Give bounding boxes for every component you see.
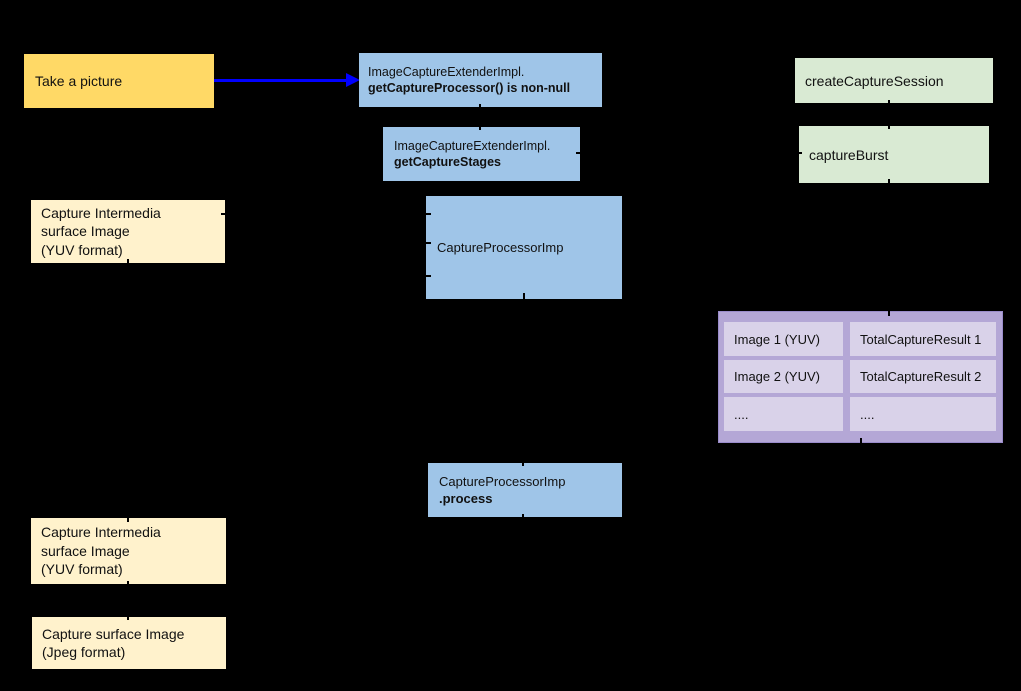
node-label-line1: ImageCaptureExtenderImpl. xyxy=(394,139,551,153)
node-capture-processor-process: CaptureProcessorImp .process xyxy=(428,463,622,517)
table-cell-image-2: Image 2 (YUV) xyxy=(724,360,843,393)
burst-results-table: Image 1 (YUV) TotalCaptureResult 1 Image… xyxy=(718,311,1003,443)
node-label-line1: Capture Intermedia xyxy=(41,204,161,221)
connector-yuv2-to-jpeg xyxy=(127,581,129,620)
connector-table-to-process-seg3 xyxy=(522,451,524,466)
node-label-line2: (Jpeg format) xyxy=(42,644,126,660)
connector-session-to-burst xyxy=(888,100,890,129)
node-capture-burst: captureBurst xyxy=(799,126,989,183)
node-label-line1: ImageCaptureExtenderImpl. xyxy=(368,65,525,79)
node-get-capture-processor: ImageCaptureExtenderImpl. getCaptureProc… xyxy=(359,53,602,107)
node-label-line3: (YUV format) xyxy=(41,241,123,258)
connector-yuv2-in xyxy=(127,514,129,522)
node-label: CaptureProcessorImp xyxy=(437,240,564,255)
connector-processor-in-mid xyxy=(419,242,431,244)
connector-processor-in-low xyxy=(419,275,431,277)
node-label: captureBurst xyxy=(809,146,889,163)
connector-table-to-process-seg1 xyxy=(860,438,862,452)
table-cell-image-more: .... xyxy=(724,397,843,431)
flow-arrow-line xyxy=(214,79,347,82)
node-create-capture-session: createCaptureSession xyxy=(795,58,993,103)
node-capture-processor-imp: CaptureProcessorImp xyxy=(426,196,622,299)
table-cell-result-more: .... xyxy=(850,397,996,431)
table-cell-image-1: Image 1 (YUV) xyxy=(724,322,843,356)
flow-arrow-head-icon xyxy=(346,73,360,87)
node-label-line2: getCaptureStages xyxy=(394,155,501,169)
node-capture-surface-jpeg: Capture surface Image (Jpeg format) xyxy=(32,617,226,669)
node-capture-intermediate-surface-1: Capture Intermedia surface Image (YUV fo… xyxy=(31,200,225,263)
node-label-line1: Capture Intermedia xyxy=(41,524,161,541)
node-label-line1: CaptureProcessorImp xyxy=(439,474,566,489)
connector-gcp-to-gcs xyxy=(479,104,481,130)
node-label-line2: surface Image xyxy=(41,542,130,559)
node-label: Take a picture xyxy=(35,73,123,89)
node-label-line2: surface Image xyxy=(41,223,130,240)
node-label-line2: getCaptureProcessor() is non-null xyxy=(368,81,571,95)
node-capture-intermediate-surface-2: Capture Intermedia surface Image (YUV fo… xyxy=(31,518,226,584)
table-cell-result-1: TotalCaptureResult 1 xyxy=(850,322,996,356)
node-label-line1: Capture surface Image xyxy=(42,625,185,642)
connector-table-to-process-seg2 xyxy=(522,451,862,453)
connector-process-out xyxy=(522,514,524,524)
connector-burst-to-table xyxy=(888,179,890,316)
connector-yuv1-out xyxy=(127,259,129,267)
connector-gcs-to-captureburst xyxy=(576,152,802,154)
node-label: createCaptureSession xyxy=(805,72,944,89)
node-label-line2: .process xyxy=(439,491,493,506)
node-get-capture-stages: ImageCaptureExtenderImpl. getCaptureStag… xyxy=(383,127,580,181)
table-cell-result-2: TotalCaptureResult 2 xyxy=(850,360,996,393)
node-take-a-picture: Take a picture xyxy=(24,54,214,108)
node-label-line3: (YUV format) xyxy=(41,561,123,578)
connector-processor-out xyxy=(523,293,525,305)
connector-yuv1-to-processor xyxy=(221,213,431,215)
